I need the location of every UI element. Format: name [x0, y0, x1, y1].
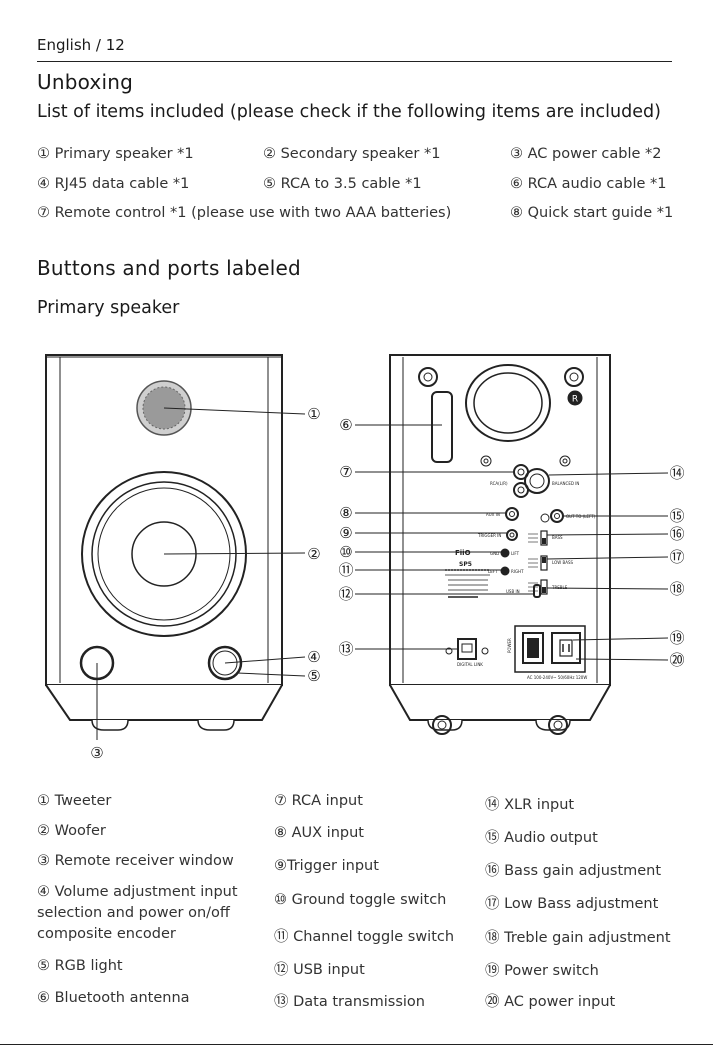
legend-item: ⑱ Treble gain adjustment	[485, 930, 671, 946]
callout-5: ⑤	[307, 667, 320, 685]
callout-20: ⑳	[669, 651, 684, 669]
callout-14: ⑭	[669, 464, 684, 482]
legend-item: ⑭ XLR input	[485, 797, 575, 813]
bass-port	[465, 364, 551, 442]
legend-item: ⑥ Bluetooth antenna	[37, 990, 190, 1006]
aux-input	[505, 507, 519, 521]
ground-switch	[500, 548, 510, 558]
legend-item: ⑬ Data transmission	[274, 994, 425, 1010]
trigger-input	[506, 529, 518, 541]
footer-rule	[0, 1044, 713, 1045]
callout-2: ②	[307, 545, 320, 563]
ac-rating: AC 100-240V~ 50/60Hz 120W	[527, 675, 587, 680]
back-speaker: R RCA(L/R) BALANCED IN AUX IN OUT TO (LE…	[389, 354, 611, 735]
page-header: English / 12	[37, 36, 125, 54]
callout-8: ⑧	[339, 504, 352, 522]
usb-label: USB IN	[506, 589, 520, 594]
included-item: ④ RJ45 data cable *1	[37, 176, 190, 192]
callout-11: ⑪	[338, 561, 353, 579]
trigger-label: TRIGGER IN	[477, 533, 501, 538]
woofer	[81, 471, 247, 637]
callout-6: ⑥	[339, 416, 352, 434]
right-label: RIGHT	[511, 569, 524, 574]
buttons-title: Buttons and ports labeled	[37, 256, 301, 280]
xlr-label: BALANCED IN	[552, 481, 579, 486]
legend-item: ② Woofer	[37, 823, 106, 839]
volume-knob	[207, 645, 243, 681]
header-rule	[37, 61, 672, 62]
included-item: ⑥ RCA audio cable *1	[510, 176, 667, 192]
legend-item: ④ Volume adjustment input selection and …	[37, 884, 238, 942]
included-item: ① Primary speaker *1	[37, 146, 194, 162]
legend-item: ① Tweeter	[37, 793, 112, 809]
primary-speaker-subtitle: Primary speaker	[37, 298, 180, 318]
included-item: ⑦ Remote control *1 (please use with two…	[37, 205, 452, 221]
legend-item: ③ Remote receiver window	[37, 853, 234, 869]
speaker-diagram: R RCA(L/R) BALANCED IN AUX IN OUT TO (LE…	[45, 354, 685, 762]
callout-3: ③	[90, 744, 103, 762]
treble-label: TREBLE	[551, 585, 568, 590]
callout-16: ⑯	[669, 525, 684, 543]
xlr-input	[524, 468, 550, 494]
legend-item: ⑤ RGB light	[37, 958, 123, 974]
legend-item: ⑧ AUX input	[274, 825, 364, 841]
digital-label: DIGITAL LINK	[457, 662, 483, 667]
callout-9: ⑨	[339, 524, 352, 542]
callout-12: ⑫	[338, 585, 353, 603]
callout-19: ⑲	[669, 629, 684, 647]
leader-lines	[96, 407, 669, 740]
front-speaker	[45, 354, 283, 731]
brand-logo: FiiO	[455, 549, 471, 557]
legend-item: ⑰ Low Bass adjustment	[485, 896, 659, 912]
legend-item: ⑳ AC power input	[485, 994, 616, 1010]
bass-label: BASS	[552, 535, 563, 540]
callout-15: ⑮	[669, 507, 684, 525]
bluetooth-antenna	[431, 391, 453, 463]
callout-4: ④	[307, 648, 320, 666]
legend-item: ⑩ Ground toggle switch	[274, 892, 447, 908]
r-badge-label: R	[572, 395, 578, 405]
unboxing-title: Unboxing	[37, 70, 133, 94]
legend-item: ⑦ RCA input	[274, 793, 363, 809]
included-item: ⑤ RCA to 3.5 cable *1	[263, 176, 422, 192]
gnd-label: GND	[490, 551, 499, 556]
included-item: ② Secondary speaker *1	[263, 146, 441, 162]
low-bass-label: LOW BASS	[552, 560, 573, 565]
legend-item: ⑨Trigger input	[274, 858, 379, 874]
callout-7: ⑦	[339, 463, 352, 481]
included-item: ⑧ Quick start guide *1	[510, 205, 674, 221]
rca-label: RCA(L/R)	[490, 481, 508, 486]
legend-item: ⑲ Power switch	[485, 963, 599, 979]
r-badge	[567, 390, 583, 406]
callout-10: ⑩	[339, 543, 352, 561]
ac-input	[551, 632, 581, 664]
callout-18: ⑱	[669, 580, 684, 598]
callout-1: ①	[307, 405, 320, 423]
callout-17: ⑰	[669, 548, 684, 566]
channel-switch	[500, 566, 510, 576]
legend-item: ⑪ Channel toggle switch	[274, 929, 455, 945]
callout-numbers: ① ② ③ ④ ⑤ ⑥ ⑦ ⑧ ⑨ ⑩ ⑪ ⑫ ⑬ ⑭ ⑮ ⑯ ⑰ ⑱ ⑲ ⑳	[90, 405, 684, 762]
lift-label: LIFT	[511, 551, 520, 556]
legend-item: ⑮ Audio output	[485, 830, 598, 846]
aux-label: AUX IN	[486, 512, 500, 517]
unboxing-subtitle: List of items included (please check if …	[37, 102, 661, 122]
legend-item: ⑫ USB input	[274, 962, 365, 978]
included-item: ③ AC power cable *2	[510, 146, 662, 162]
power-label: POWER	[507, 638, 512, 653]
model-name: SP5	[459, 561, 472, 568]
legend-item: ⑯ Bass gain adjustment	[485, 863, 662, 879]
callout-13: ⑬	[338, 640, 353, 658]
left-label: LEFT	[488, 569, 498, 574]
